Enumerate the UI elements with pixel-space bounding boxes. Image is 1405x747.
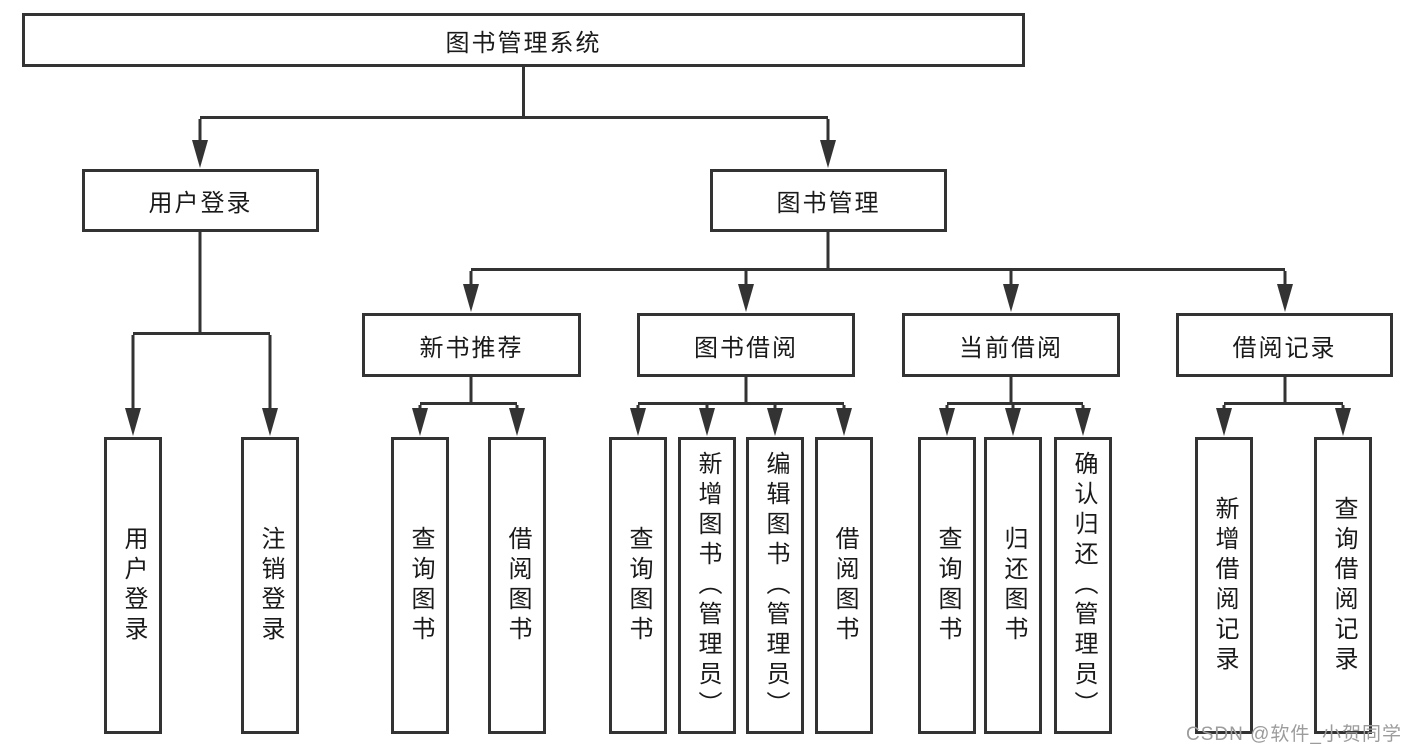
node-user-login: 用户登录 — [82, 169, 319, 232]
leaf-add-borrow-record: 新增借阅记录 — [1195, 437, 1253, 734]
node-borrow-records: 借阅记录 — [1176, 313, 1393, 377]
leaf-borrow-books-borrowing-label: 借阅图书 — [831, 525, 858, 646]
watermark: CSDN @软件_小贺同学 — [1186, 724, 1402, 745]
connector-book-management-to-level3 — [463, 232, 1293, 312]
leaf-return-books: 归还图书 — [984, 437, 1042, 734]
leaf-edit-book-admin: 编辑图书（管理员） — [746, 437, 804, 734]
node-borrow-records-label: 借阅记录 — [1232, 334, 1337, 362]
node-new-book-recommend-label: 新书推荐 — [419, 334, 524, 362]
leaf-query-books-borrowing: 查询图书 — [609, 437, 667, 734]
leaf-query-books-recommend: 查询图书 — [391, 437, 449, 734]
leaf-user-login-label: 用户登录 — [120, 525, 147, 646]
connector-root-to-level2 — [192, 67, 836, 168]
connector-current-borrowing-to-leaves — [939, 377, 1091, 436]
node-book-management-label: 图书管理 — [776, 190, 881, 217]
leaf-borrow-books-borrowing: 借阅图书 — [815, 437, 873, 734]
node-user-login-label: 用户登录 — [148, 190, 253, 217]
node-book-management: 图书管理 — [710, 169, 947, 232]
leaf-query-books-recommend-label: 查询图书 — [407, 525, 434, 646]
leaf-borrow-books-recommend-label: 借阅图书 — [504, 525, 531, 646]
leaf-confirm-return-admin-label: 确认归还（管理员） — [1070, 450, 1097, 721]
node-current-borrowing-label: 当前借阅 — [959, 334, 1063, 362]
leaf-query-books-borrowing-label: 查询图书 — [625, 525, 652, 646]
connector-new-book-recommend-to-leaves — [412, 377, 525, 436]
leaf-query-borrow-record-label: 查询借阅记录 — [1330, 495, 1357, 676]
leaf-edit-book-admin-label: 编辑图书（管理员） — [762, 450, 789, 721]
leaf-logout-label: 注销登录 — [257, 525, 284, 646]
leaf-user-login: 用户登录 — [104, 437, 162, 734]
leaf-query-books-current-label: 查询图书 — [934, 525, 961, 646]
leaf-query-borrow-record: 查询借阅记录 — [1314, 437, 1372, 734]
leaf-add-book-admin-label: 新增图书（管理员） — [694, 450, 721, 721]
connector-user-login-to-leaves — [125, 232, 278, 436]
leaf-query-books-current: 查询图书 — [918, 437, 976, 734]
leaf-logout: 注销登录 — [241, 437, 299, 734]
leaf-add-borrow-record-label: 新增借阅记录 — [1211, 495, 1238, 676]
node-book-borrowing-label: 图书借阅 — [694, 334, 798, 362]
node-current-borrowing: 当前借阅 — [902, 313, 1120, 377]
node-root-label: 图书管理系统 — [445, 29, 602, 57]
leaf-add-book-admin: 新增图书（管理员） — [678, 437, 736, 734]
leaf-borrow-books-recommend: 借阅图书 — [488, 437, 546, 734]
node-book-borrowing: 图书借阅 — [637, 313, 855, 377]
leaf-return-books-label: 归还图书 — [1000, 525, 1027, 646]
connector-book-borrowing-to-leaves — [630, 377, 852, 436]
connector-borrow-records-to-leaves — [1216, 377, 1351, 436]
node-root: 图书管理系统 — [22, 13, 1025, 67]
node-new-book-recommend: 新书推荐 — [362, 313, 581, 377]
leaf-confirm-return-admin: 确认归还（管理员） — [1054, 437, 1112, 734]
